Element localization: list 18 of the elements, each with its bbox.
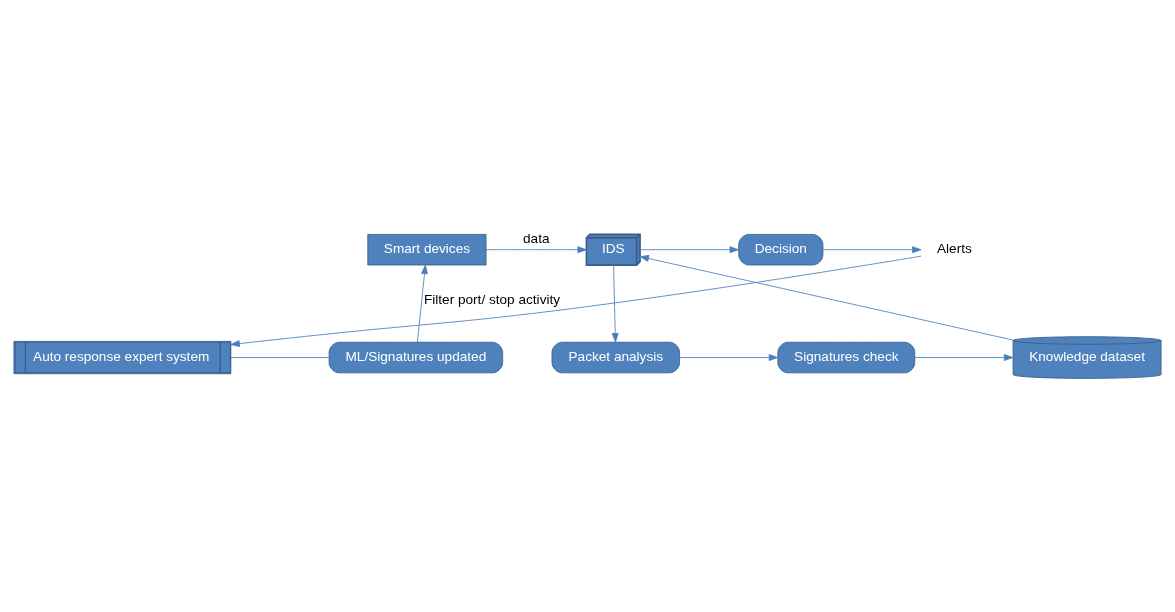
arrow <box>230 255 922 347</box>
edge-label: Filter port/ stop activity <box>423 291 561 307</box>
node-box: Smart devices <box>367 233 487 265</box>
node-box: ML/Signatures updated <box>328 341 504 373</box>
node-box: Decision <box>738 233 824 265</box>
arrow <box>416 264 428 342</box>
arrow <box>914 353 1014 361</box>
node-box: Packet analysis <box>551 341 680 373</box>
edge-label: data <box>523 230 550 246</box>
node-box: Signatures check <box>777 341 916 373</box>
arrow <box>639 254 1014 340</box>
node-text: Alerts <box>936 240 972 256</box>
arrow <box>639 245 739 253</box>
connector <box>230 356 330 358</box>
arrow <box>679 353 779 361</box>
arrow <box>485 245 587 253</box>
arrow <box>611 264 619 342</box>
arrow <box>822 245 922 253</box>
